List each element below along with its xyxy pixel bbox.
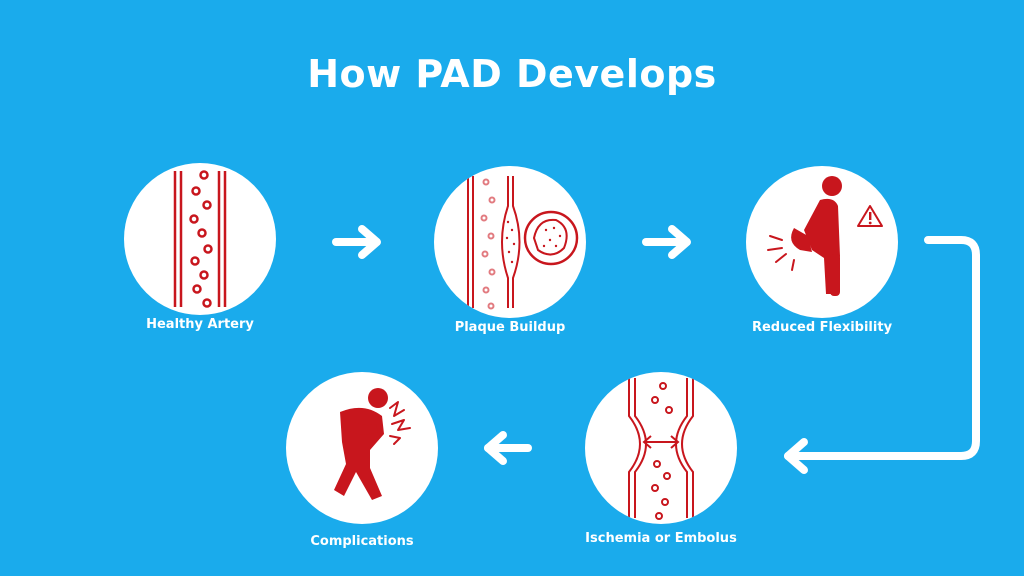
step-circle-healthy-artery (124, 163, 276, 315)
plaque-buildup-icon (467, 176, 579, 310)
right-arrow-icon (332, 225, 381, 259)
step-label-healthy-artery: Healthy Artery (146, 317, 254, 332)
healthy-artery-icon (173, 170, 227, 308)
step-circle-reduced-flexibility (746, 166, 898, 318)
step-circle-ischemia-embolus (585, 372, 737, 524)
complications-icon (334, 388, 411, 500)
ischemia-embolus-icon (628, 378, 694, 520)
page-title: How PAD Develops (307, 52, 717, 96)
right-arrow-icon (642, 225, 691, 259)
reduced-flexibility-icon (767, 176, 883, 296)
step-circle-complications (286, 372, 438, 524)
step-label-ischemia-embolus: Ischemia or Embolus (585, 531, 737, 546)
connector-arrow-icon (784, 236, 980, 474)
step-label-plaque-buildup: Plaque Buildup (454, 320, 566, 335)
left-arrow-icon (484, 431, 532, 465)
step-label-reduced-flexibility: Reduced Flexibility (751, 320, 893, 335)
step-label-complications: Complications (310, 534, 414, 549)
step-circle-plaque-buildup (434, 166, 586, 318)
